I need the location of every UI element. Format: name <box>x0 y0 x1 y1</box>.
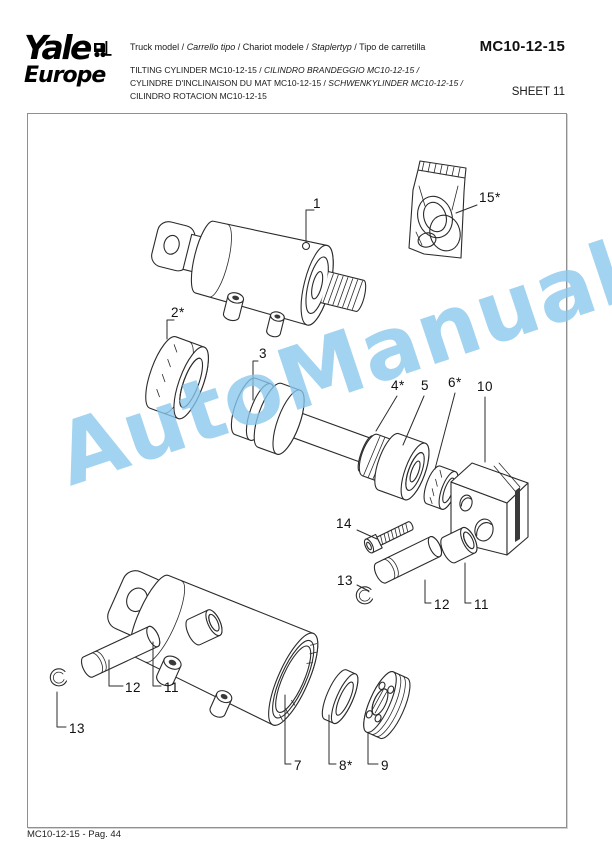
part-label-9: 9 <box>381 758 390 773</box>
part-2-bushing <box>145 336 209 420</box>
part-label-15: 15* <box>479 190 501 205</box>
part-8-seal <box>321 669 359 725</box>
part-label-11-left: 11 <box>164 680 180 695</box>
part-label-7: 7 <box>294 758 303 773</box>
part-label-13-right: 13 <box>337 573 354 588</box>
leader-lines <box>56 204 486 765</box>
part-title-line1: TILTING CYLINDER MC10-12-15 / CILINDRO B… <box>130 64 463 77</box>
part-label-11-right: 11 <box>474 597 490 612</box>
sheet-number: SHEET 11 <box>511 86 565 98</box>
part-12-pin-right <box>373 536 443 584</box>
part-13-circlip-left <box>49 668 68 687</box>
part-label-2: 2* <box>171 305 185 320</box>
part-title-block: TILTING CYLINDER MC10-12-15 / CILINDRO B… <box>130 64 463 103</box>
part-label-1: 1 <box>313 196 322 211</box>
part-label-6: 6* <box>448 375 462 390</box>
title-fr: CYLINDRE D'INCLINAISON DU MAT MC10-12-15… <box>130 78 329 88</box>
part-12-pin-left <box>80 625 161 678</box>
truck-model-en: Truck model / <box>130 42 187 52</box>
part-11-bushing-left <box>185 609 223 646</box>
part-label-8: 8* <box>339 758 353 773</box>
part-9-end-cap <box>363 671 411 740</box>
forklift-icon <box>91 39 113 66</box>
title-en: TILTING CYLINDER MC10-12-15 / <box>130 65 264 75</box>
title-de: SCHWENKYLINDER MC10-12-15 / <box>328 78 463 88</box>
part-11-bushing-right <box>440 526 478 564</box>
model-code: MC10-12-15 <box>479 38 565 55</box>
part-label-4: 4* <box>391 378 405 393</box>
part-label-14: 14 <box>336 516 353 531</box>
part-1-cylinder <box>151 220 367 338</box>
truck-model-de: Staplertyp <box>311 42 352 52</box>
part-label-12-left: 12 <box>125 680 142 695</box>
page-footer: MC10-12-15 - Pag. 44 <box>27 829 121 840</box>
part-4-5-gland-assembly <box>357 432 430 501</box>
truck-model-es: / Tipo de carretilla <box>351 42 426 52</box>
part-14-bolt <box>363 521 414 554</box>
yale-europe-logo: Yale Europe <box>24 28 130 88</box>
part-13-circlip-right <box>355 586 374 605</box>
part-label-3: 3 <box>259 346 268 361</box>
part-label-13-left: 13 <box>69 721 86 736</box>
logo-region-text: Europe <box>24 63 106 88</box>
title-it: CILINDRO BRANDEGGIO MC10-12-15 / <box>264 65 419 75</box>
truck-model-fr: / Chariot modele / <box>235 42 312 52</box>
part-label-12-right: 12 <box>434 597 451 612</box>
diagram-frame: 1 15* 2* 3 4* 5 6* 10 14 13 12 11 12 11 … <box>27 113 567 828</box>
part-7-cylinder-body <box>107 570 319 726</box>
logo-brand-text: Yale <box>24 28 92 67</box>
part-label-5: 5 <box>421 378 430 393</box>
part-title-line3: CILINDRO ROTACION MC10-12-15 <box>130 91 267 101</box>
part-15-seal-kit-bag <box>408 160 467 259</box>
part-title-line2: CYLINDRE D'INCLINAISON DU MAT MC10-12-15… <box>130 77 463 90</box>
exploded-diagram <box>49 160 529 765</box>
truck-model-line: Truck model / Carrello tipo / Chariot mo… <box>130 42 475 52</box>
part-label-10: 10 <box>477 379 494 394</box>
truck-model-it: Carrello tipo <box>186 42 236 52</box>
